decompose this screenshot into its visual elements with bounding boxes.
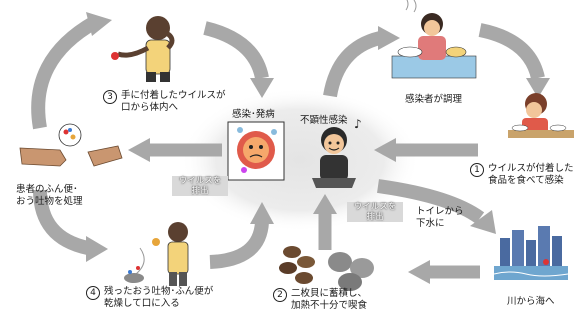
step2-number: 2	[273, 288, 287, 302]
shellfish-illustration	[279, 246, 374, 291]
step4-caption: 4 残ったおう吐物･ふん便が乾燥して口に入る	[86, 286, 213, 310]
arrow-head-dried-to-infection	[250, 202, 274, 224]
step3-line1: 手に付着したウイルスが	[121, 90, 226, 101]
infected-child-illustration	[227, 121, 285, 181]
arrow-patient-to-hand	[31, 15, 99, 130]
svg-text:♪: ♪	[354, 117, 362, 131]
arrow-head-carrier-to-cook	[378, 26, 400, 50]
step4-line1: 残ったおう吐物･ふん便が	[104, 286, 214, 297]
toilet-to-sewer-label: トイレから下水に	[416, 206, 464, 229]
virus-shedding-badge-left: ウイルスを 排出	[172, 176, 228, 196]
step1-caption: 1 ウイルスが付着した食品を食べて感染	[470, 163, 574, 187]
arrow-head-hand-to-infection	[250, 78, 274, 98]
virus-shedding-badge-right: ウイルスを 排出	[347, 202, 403, 222]
unapparent-infection-label: 不顕性感染	[300, 115, 348, 126]
arrow-cook-to-food	[478, 23, 545, 80]
infected-label: 感染･発病	[232, 109, 275, 120]
arrow-head-carrier-to-sewer	[470, 210, 496, 234]
arrow-patient-to-dried	[33, 189, 90, 255]
step4-number: 4	[86, 286, 100, 300]
step4-line2: 乾燥して口に入る	[104, 298, 180, 309]
river-city-illustration	[493, 226, 569, 280]
river-to-sea-label: 川から海へ	[507, 296, 555, 307]
eating-person-illustration	[508, 93, 574, 138]
arrow-dried-to-infection	[209, 221, 269, 269]
arrow-head-patient-to-hand	[86, 12, 112, 36]
step3-line2: 口から体内へ	[121, 102, 179, 113]
step1-line1: ウイルスが付着した	[488, 163, 574, 174]
step1-number: 1	[470, 163, 484, 177]
step2-line1: 二枚貝に蓄積し、	[291, 288, 368, 299]
arrow-head-infection-to-patient	[128, 138, 150, 162]
arrow-head-patient-to-dried	[86, 236, 108, 262]
dried-vomit-illustration	[124, 222, 189, 286]
arrow-hand-to-infection	[203, 21, 269, 80]
arrow-head-food-to-infection	[374, 138, 396, 162]
hand-to-mouth-illustration	[111, 16, 175, 82]
step1-line2: 食品を食べて感染	[488, 175, 564, 186]
hands-illustration	[19, 123, 123, 167]
arrow-carrier-to-cook	[323, 31, 382, 98]
cook-label: 感染者が調理	[405, 94, 463, 105]
step3-caption: 3 手に付着したウイルスが口から体内へ	[103, 90, 226, 114]
arrow-head-river-to-shellfish	[408, 260, 430, 284]
arrow-head-cook-to-food	[526, 78, 550, 98]
step3-number: 3	[103, 90, 117, 104]
step2-line2: 加熱不十分で喫食	[291, 300, 368, 311]
arrow-head-shellfish-to-infection	[313, 194, 337, 214]
patient-handling-label: 患者のふん便･おう吐物を処理	[16, 184, 83, 207]
carrier-illustration: ♪	[312, 117, 362, 188]
arrow-carrier-to-sewer	[377, 179, 485, 224]
step2-caption: 2 二枚貝に蓄積し、加熱不十分で喫食	[273, 288, 367, 312]
cook-illustration	[391, 0, 477, 79]
